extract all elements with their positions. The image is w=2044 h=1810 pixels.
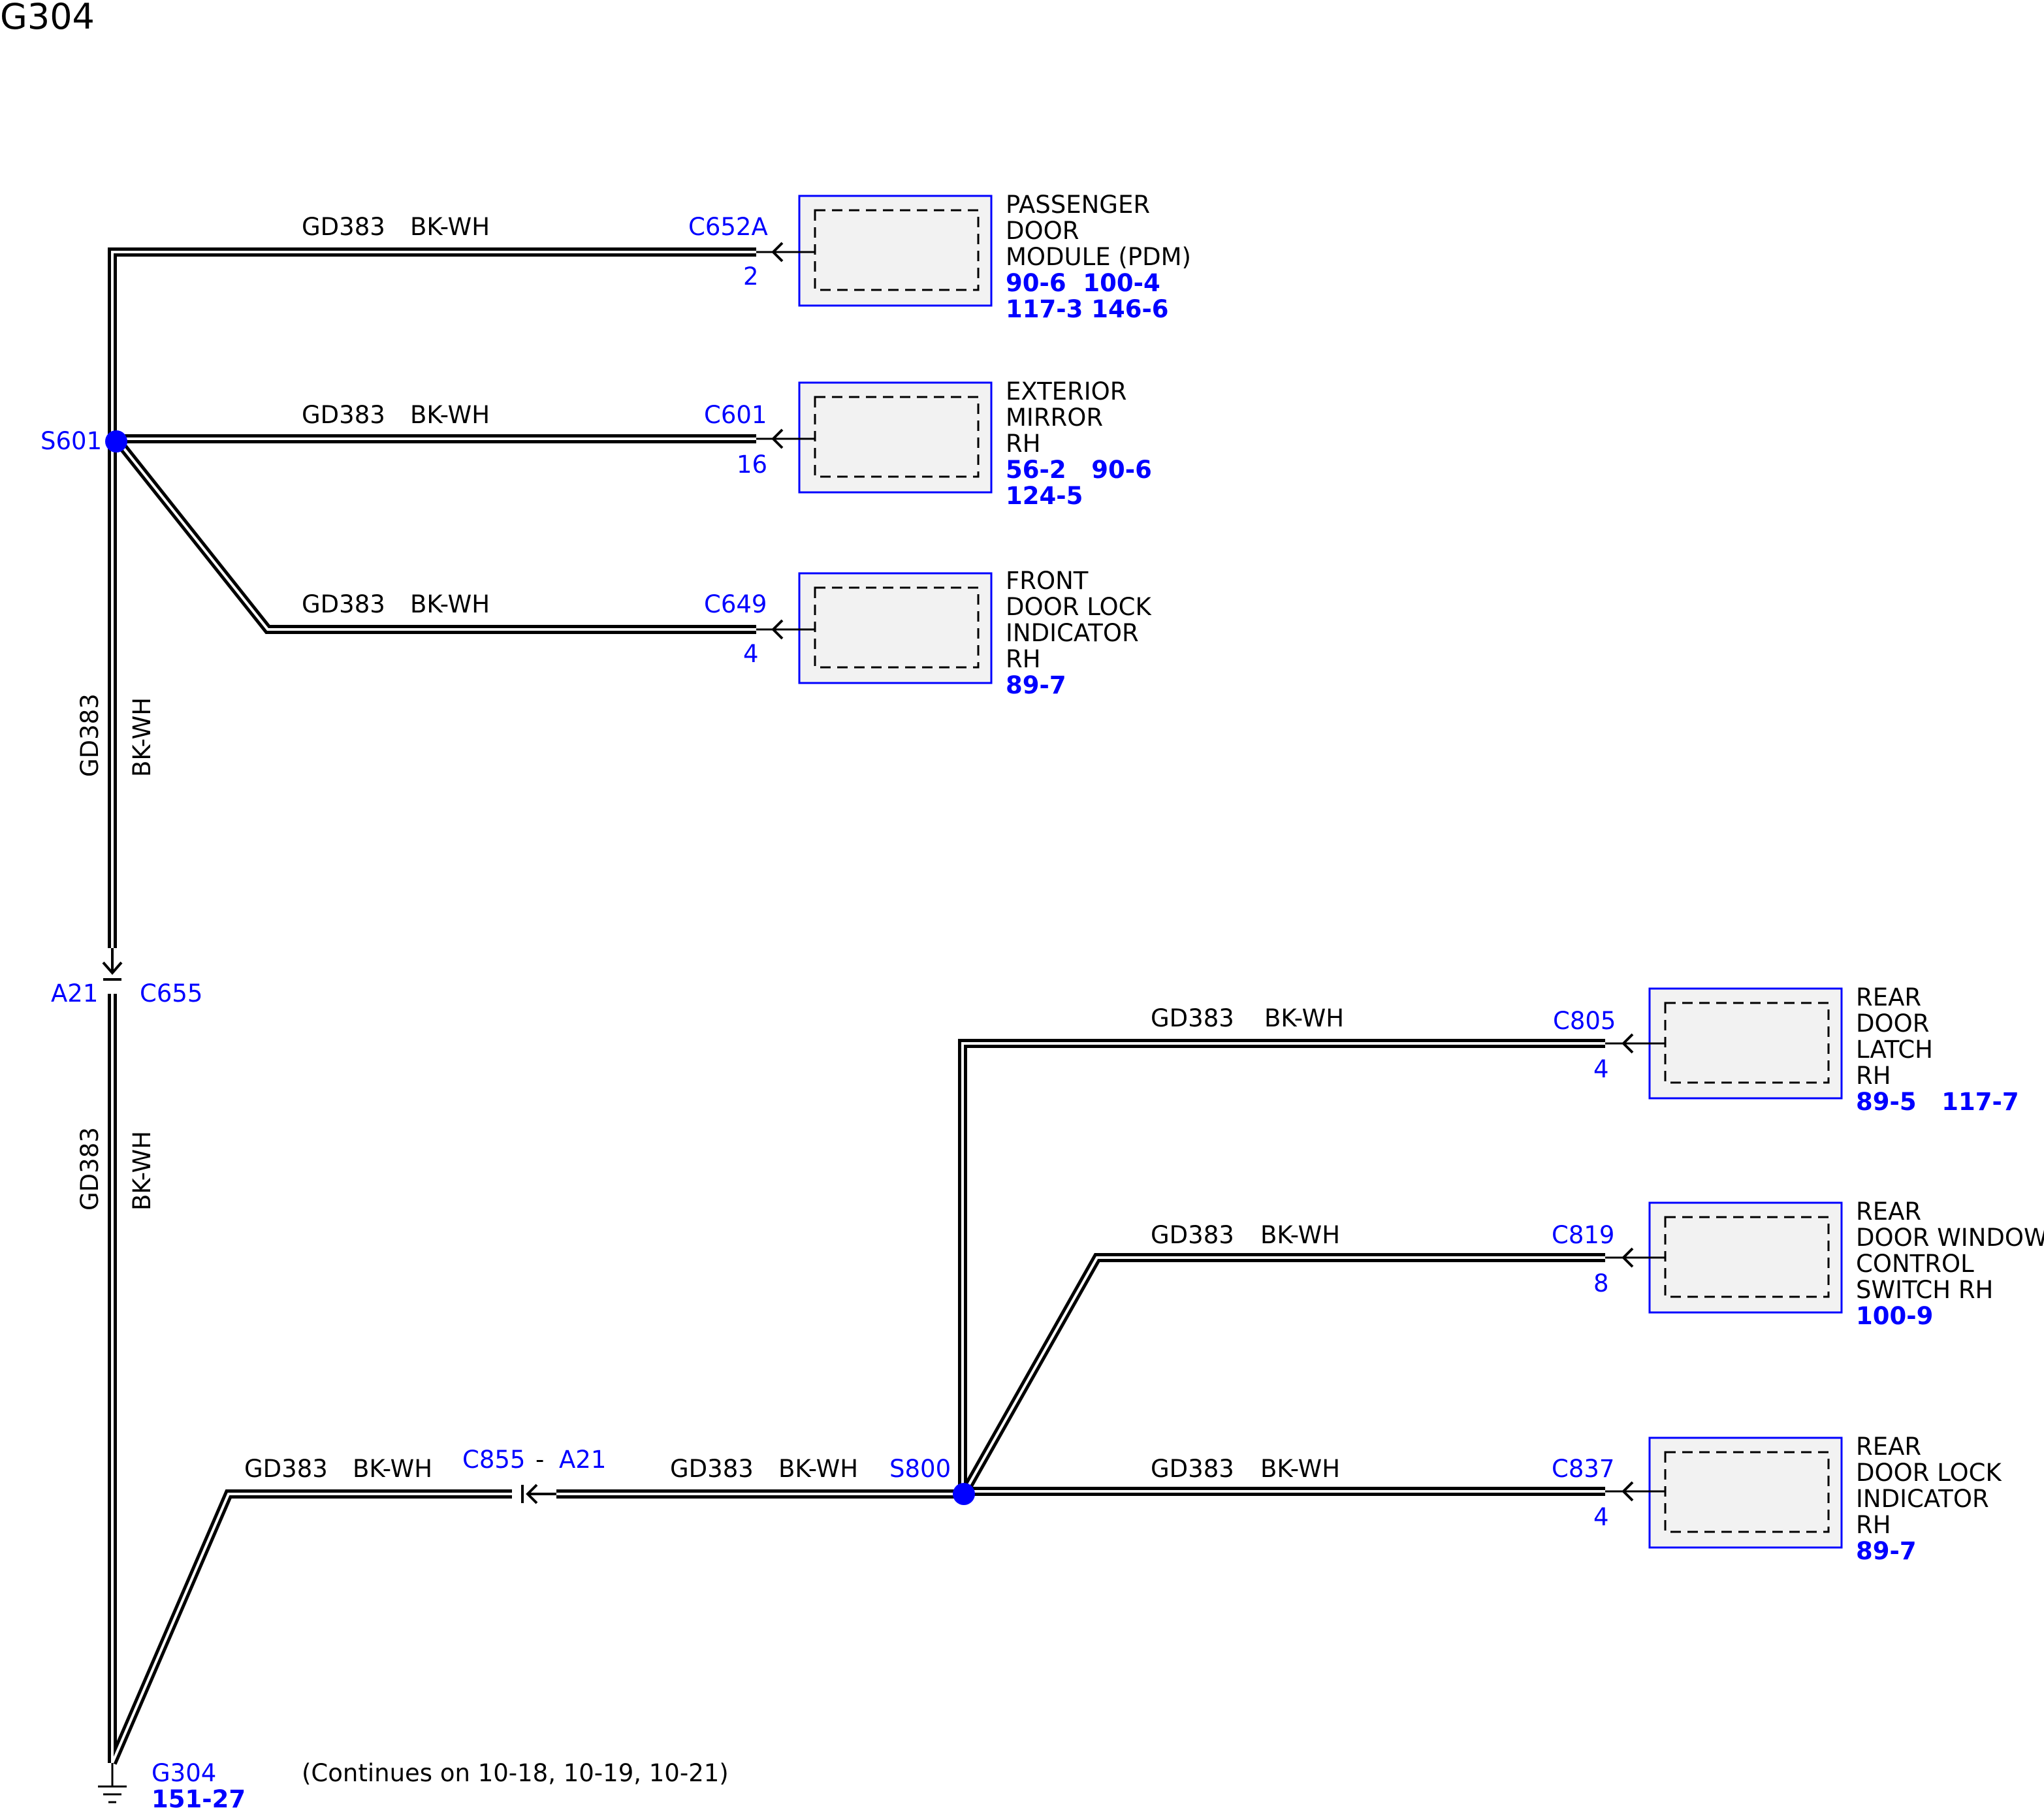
c655-pin-label: A21	[51, 979, 98, 1008]
wire-labels-vertical: GD383 BK-WH GD383 BK-WH	[76, 693, 156, 1211]
connector-c652a-pin: 2	[743, 262, 759, 291]
component-passenger-door-module[interactable]	[798, 195, 993, 307]
component-name-line: DOOR	[1006, 217, 1079, 245]
component-name-line: FRONT	[1006, 567, 1089, 595]
connector-c837[interactable]	[1605, 1481, 1665, 1502]
connector-c805-label: C805	[1553, 1007, 1616, 1035]
component-name-line: DOOR LOCK	[1006, 593, 1152, 621]
component-name-line: INDICATOR	[1856, 1485, 1989, 1513]
wire-circuit-label: GD383	[76, 693, 104, 777]
ground-page-ref[interactable]: 151-27	[152, 1785, 246, 1810]
component-name-line: RH	[1006, 645, 1041, 673]
component-name-line: LATCH	[1856, 1036, 1933, 1064]
connector-c649-pin: 4	[743, 640, 759, 668]
wire-color-label: BK-WH	[410, 213, 490, 241]
wire-circuit-label: GD383	[244, 1455, 328, 1483]
connector-c819-label: C819	[1552, 1221, 1614, 1249]
page-title: G304	[0, 0, 95, 37]
wire-circuit-label: GD383	[1151, 1004, 1234, 1032]
wire-color-label: BK-WH	[128, 1131, 156, 1211]
component-page-ref[interactable]: 90-6 100-4	[1006, 269, 1160, 297]
connector-c805-pin: 4	[1593, 1055, 1609, 1083]
wire-circuit-label: GD383	[302, 590, 385, 618]
splice-s601-label: S601	[40, 427, 102, 455]
component-name-line: DOOR	[1856, 1009, 1929, 1038]
wire-circuit-label: GD383	[1151, 1455, 1234, 1483]
connector-c819[interactable]	[1605, 1247, 1665, 1268]
wire-color-label: BK-WH	[1260, 1455, 1340, 1483]
component-page-ref[interactable]: 89-5 117-7	[1856, 1088, 2019, 1116]
component-page-ref[interactable]: 117-3 146-6	[1006, 295, 1169, 323]
wire-s800-c805	[958, 1039, 1605, 1491]
c855-connector-label: C855	[462, 1446, 525, 1474]
wire-color-label: BK-WH	[778, 1455, 858, 1483]
wire-color-label: BK-WH	[1264, 1004, 1344, 1032]
component-rear-door-lock-indicator-rh[interactable]	[1648, 1437, 1843, 1549]
ground-label: G304	[152, 1759, 216, 1787]
inline-connector-c655[interactable]	[102, 948, 123, 981]
component-name-line: RH	[1856, 1062, 1891, 1090]
component-name-line: CONTROL	[1856, 1250, 1974, 1278]
component-name-line: REAR	[1856, 983, 1921, 1011]
wire-circuit-label: GD383	[76, 1127, 104, 1211]
connector-c601-label: C601	[704, 401, 767, 429]
connector-c819-pin: 8	[1593, 1269, 1609, 1297]
wire-harness	[108, 247, 1605, 1765]
component-page-ref[interactable]: 89-7	[1006, 671, 1066, 699]
continues-note: (Continues on 10-18, 10-19, 10-21)	[302, 1759, 729, 1787]
ground-icon	[98, 1763, 127, 1803]
wire-circuit-label: GD383	[670, 1455, 754, 1483]
connector-c649-label: C649	[704, 590, 767, 618]
component-name-line: MODULE (PDM)	[1006, 243, 1191, 271]
component-name-line: RH	[1006, 430, 1041, 458]
wire-color-label: BK-WH	[1260, 1221, 1340, 1249]
component-front-door-lock-indicator-rh[interactable]	[798, 572, 993, 684]
component-page-ref[interactable]: 89-7	[1856, 1537, 1917, 1565]
connector-c837-label: C837	[1552, 1455, 1614, 1483]
wire-c855-g304	[108, 1489, 512, 1765]
component-exterior-mirror-rh[interactable]	[798, 381, 993, 494]
wire-color-label: BK-WH	[353, 1455, 432, 1483]
c855-pin-label: A21	[559, 1446, 606, 1474]
connector-c837-pin: 4	[1593, 1503, 1609, 1531]
component-page-ref[interactable]: 56-2 90-6	[1006, 456, 1152, 484]
component-name-line: REAR	[1856, 1198, 1921, 1226]
component-name-line: EXTERIOR	[1006, 377, 1127, 405]
component-name-line: PASSENGER	[1006, 191, 1150, 219]
connector-c601-pin: 16	[737, 451, 767, 479]
c855-dash: -	[535, 1446, 544, 1474]
component-rear-door-window-switch-rh[interactable]	[1648, 1201, 1843, 1314]
wire-color-label: BK-WH	[410, 401, 490, 429]
c655-connector-label: C655	[140, 979, 202, 1008]
component-name-line: RH	[1856, 1511, 1891, 1539]
component-name-line: SWITCH RH	[1856, 1276, 1993, 1304]
splice-s601[interactable]	[105, 430, 127, 452]
wire-circuit-label: GD383	[1151, 1221, 1234, 1249]
component-name-line: REAR	[1856, 1433, 1921, 1461]
wire-color-label: BK-WH	[410, 590, 490, 618]
splice-s800-label: S800	[889, 1455, 951, 1483]
wire-color-label: BK-WH	[128, 697, 156, 777]
splice-s800[interactable]	[953, 1483, 975, 1505]
wire-labels: GD383 BK-WH GD383 BK-WH GD383 BK-WH GD38…	[244, 213, 1344, 1483]
connector-c649[interactable]	[756, 619, 815, 640]
component-name-line: DOOR LOCK	[1856, 1459, 2002, 1487]
component-rear-door-latch-rh[interactable]	[1648, 987, 1843, 1100]
connector-c601[interactable]	[756, 428, 815, 449]
connector-c652a[interactable]	[756, 242, 815, 262]
component-name-line: INDICATOR	[1006, 619, 1139, 647]
component-page-ref[interactable]: 100-9	[1856, 1302, 1933, 1330]
wire-circuit-label: GD383	[302, 401, 385, 429]
inline-connector-c855[interactable]	[521, 1484, 556, 1504]
component-name-line: MIRROR	[1006, 404, 1103, 432]
connector-c652a-label: C652A	[688, 213, 768, 241]
component-page-ref[interactable]: 124-5	[1006, 482, 1083, 510]
component-name-line: DOOR WINDOW	[1856, 1224, 2044, 1252]
wire-circuit-label: GD383	[302, 213, 385, 241]
connector-c805[interactable]	[1605, 1033, 1665, 1054]
